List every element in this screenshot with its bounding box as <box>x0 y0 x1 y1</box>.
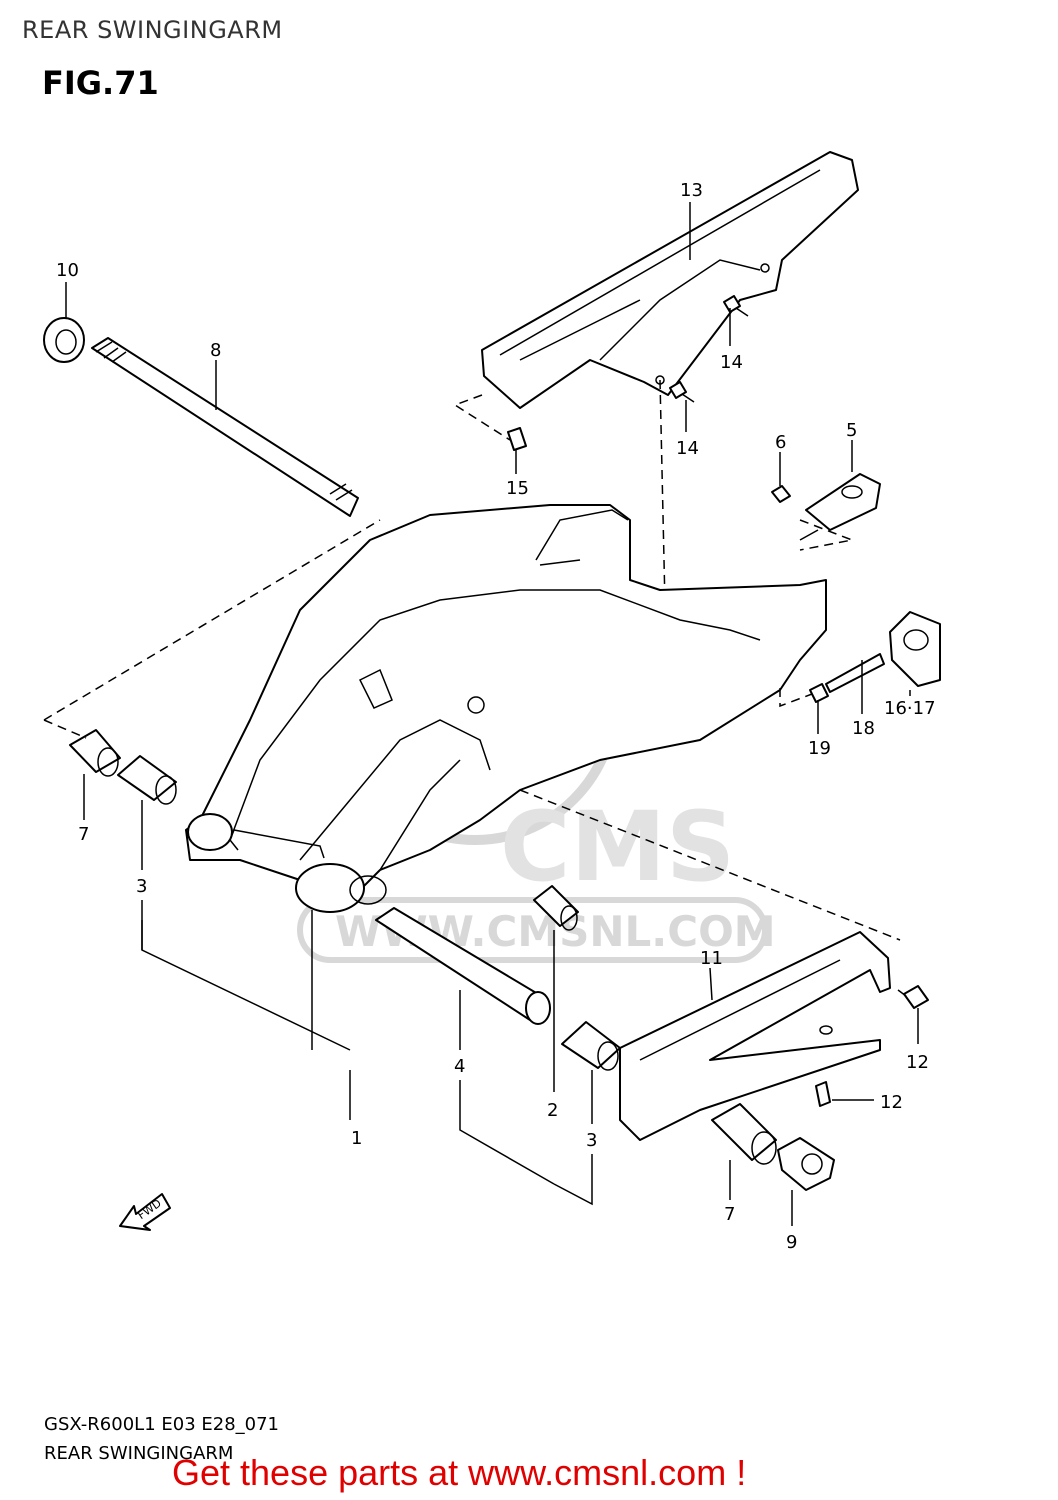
figure-number: FIG.71 <box>42 64 159 102</box>
bolt-icon-12 <box>815 985 929 1107</box>
callout-18: 18 <box>852 718 875 739</box>
callout-3b: 3 <box>586 1130 597 1151</box>
bearing-part-left <box>117 755 177 805</box>
callout-6: 6 <box>775 432 786 453</box>
adjuster-plate-part <box>771 473 881 541</box>
chain-buffer-part <box>619 931 891 1141</box>
callout-7b: 7 <box>724 1204 735 1225</box>
needle-bearing-part <box>533 885 579 931</box>
callout-8: 8 <box>210 340 221 361</box>
callout-10: 10 <box>56 260 79 281</box>
call-to-action-link[interactable]: Get these parts at www.cmsnl.com ! <box>172 1452 747 1493</box>
bolt-icon <box>669 295 749 403</box>
adjuster-block-part <box>809 611 941 703</box>
callout-14a: 14 <box>720 352 743 373</box>
callout-12b: 12 <box>880 1092 903 1113</box>
forward-direction-arrow-icon: FWD <box>119 1193 171 1231</box>
callout-14b: 14 <box>676 438 699 459</box>
callout-5: 5 <box>846 420 857 441</box>
callout-13: 13 <box>680 180 703 201</box>
callout-4: 4 <box>454 1056 465 1077</box>
callout-3a: 3 <box>136 876 147 897</box>
bearing-part-right <box>561 1021 621 1071</box>
callout-labels: 1 2 3 3 4 5 6 7 7 8 9 10 11 12 12 13 14 … <box>56 180 936 1253</box>
page-header-title: REAR SWINGINGARM <box>22 16 283 44</box>
pivot-shaft-part <box>91 337 359 517</box>
nut-part <box>43 317 85 363</box>
footer-model-code: GSX-R600L1 E03 E28_071 <box>44 1414 280 1435</box>
watermark-logo: CMS <box>500 791 735 903</box>
leader-lines <box>43 202 919 1226</box>
collar-part-right <box>711 1103 777 1165</box>
callout-1: 1 <box>351 1128 362 1149</box>
chain-case-part <box>481 151 859 409</box>
spacer-part <box>375 907 551 1025</box>
callout-12a: 12 <box>906 1052 929 1073</box>
clip-icon <box>507 427 527 451</box>
callout-16-17: 16·17 <box>884 698 936 719</box>
callout-7a: 7 <box>78 824 89 845</box>
footer-diagram-name: REAR SWINGINGARM <box>44 1443 234 1464</box>
collar-part-left <box>69 729 121 777</box>
axle-nut-part <box>777 1137 835 1191</box>
callout-2: 2 <box>547 1100 558 1121</box>
callout-9: 9 <box>786 1232 797 1253</box>
swingarm-body-part <box>185 504 827 913</box>
callout-15: 15 <box>506 478 529 499</box>
callout-19: 19 <box>808 738 831 759</box>
callout-11: 11 <box>700 948 723 969</box>
